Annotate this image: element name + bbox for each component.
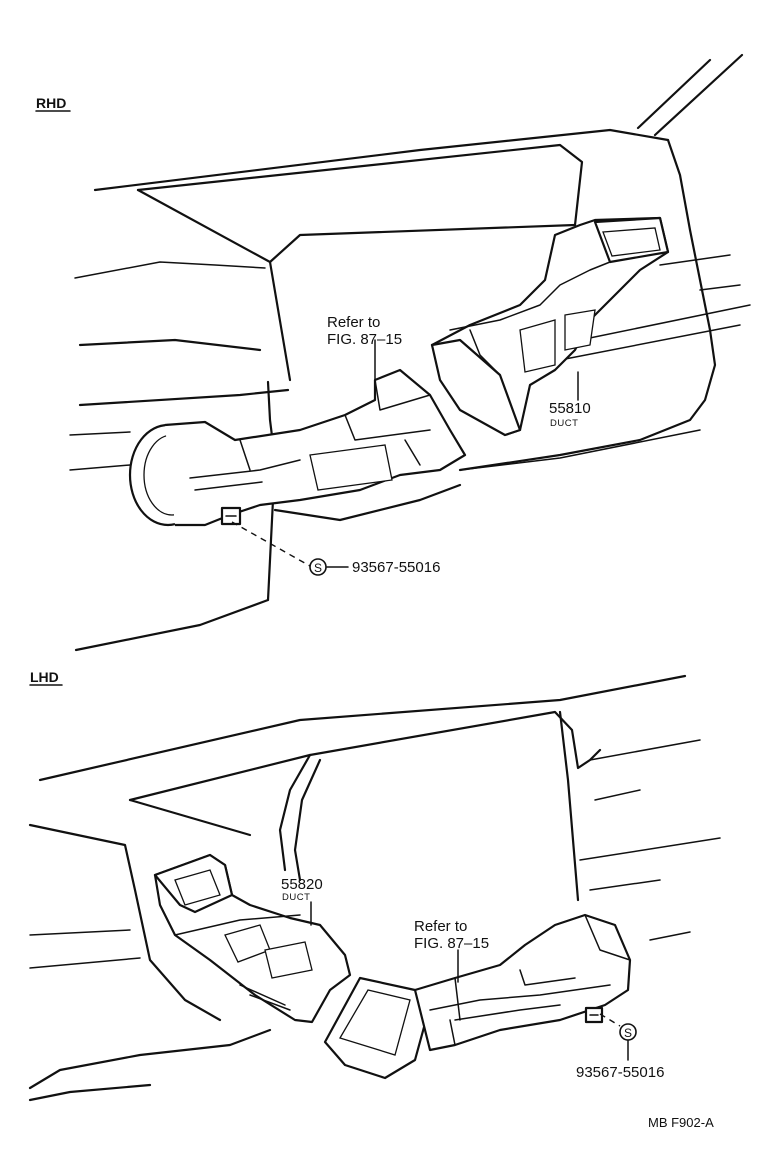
- rhd-duct-name: DUCT: [550, 418, 578, 429]
- lhd-screw-symbol: S: [619, 1023, 637, 1041]
- lhd-refer-line2: FIG. 87–15: [414, 935, 489, 952]
- rhd-refer-line1: Refer to: [327, 314, 380, 331]
- lhd-center-duct: [323, 913, 632, 1080]
- rhd-screw-leader: [231, 521, 311, 567]
- lhd-duct-55820: [153, 853, 352, 1024]
- rhd-dashboard-outline: [69, 53, 751, 652]
- lhd-section-label: LHD: [30, 669, 59, 685]
- rhd-duct-55810: [430, 216, 670, 437]
- lhd-refer-line1: Refer to: [414, 918, 467, 935]
- lhd-dashboard-outline: [28, 674, 721, 1102]
- rhd-refer-line2: FIG. 87–15: [327, 331, 402, 348]
- rhd-screw-part-number: 93567-55016: [352, 559, 440, 576]
- rhd-center-duct: [128, 368, 467, 527]
- rhd-screw-symbol: S: [309, 558, 327, 576]
- rhd-screw-symbol-letter: S: [314, 561, 322, 575]
- lhd-duct-name: DUCT: [282, 892, 310, 903]
- lhd-screw-symbol-letter: S: [624, 1026, 632, 1040]
- rhd-duct-part-number: 55810: [549, 400, 591, 417]
- rhd-section: RHD: [35, 53, 751, 652]
- figure-code: MB F902-A: [648, 1115, 714, 1130]
- lhd-screw-leader: [599, 1013, 621, 1027]
- rhd-section-label: RHD: [36, 95, 66, 111]
- lhd-duct-part-number: 55820: [281, 876, 323, 893]
- lhd-section: LHD: [28, 669, 721, 1102]
- lhd-screw-part-number: 93567-55016: [576, 1064, 664, 1081]
